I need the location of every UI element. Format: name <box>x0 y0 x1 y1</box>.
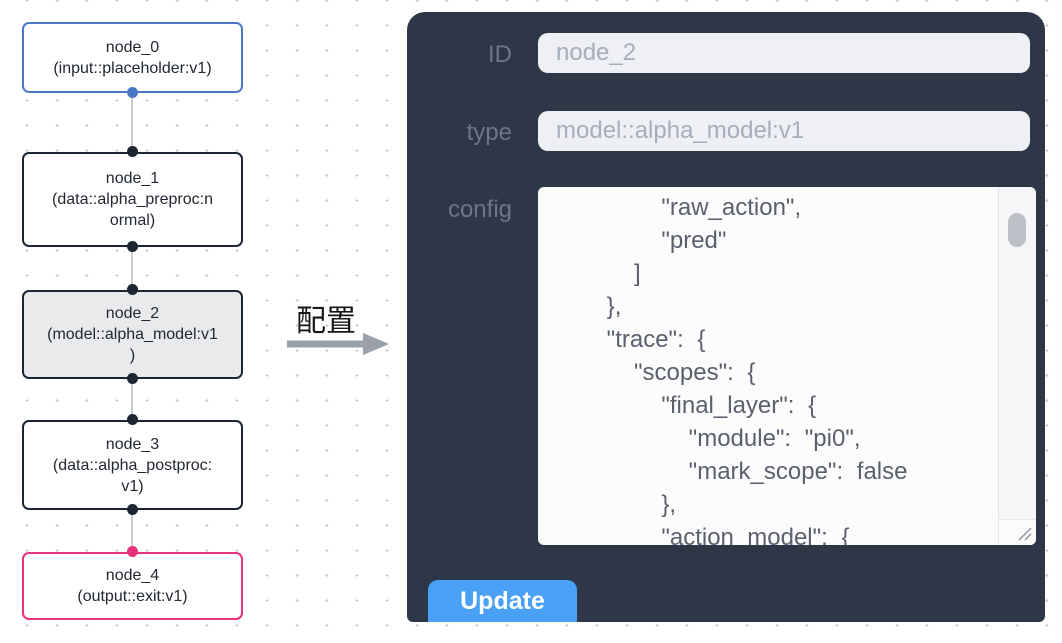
resize-grip-icon <box>1018 527 1032 541</box>
node-label: node_1 (data::alpha_preproc:n ormal) <box>52 170 213 229</box>
node3-output-port-icon[interactable] <box>127 504 138 515</box>
config-json-text: "raw_action", "pred" ] }, "trace": { "sc… <box>606 194 908 545</box>
edge-node2-node3 <box>131 379 133 420</box>
type-field-label: type <box>466 119 512 146</box>
node2-input-port-icon[interactable] <box>127 284 138 295</box>
id-input[interactable] <box>538 33 1030 73</box>
node-label: node_3 (data::alpha_postproc: v1) <box>52 435 213 495</box>
node-node_2[interactable]: node_2 (model::alpha_model:v1 ) <box>22 290 243 379</box>
edge-node0-node1 <box>131 93 133 152</box>
node4-input-port-icon[interactable] <box>127 546 138 557</box>
node-node_3[interactable]: node_3 (data::alpha_postproc: v1) <box>22 420 243 510</box>
type-input[interactable] <box>538 111 1030 151</box>
id-field-label: ID <box>488 41 512 68</box>
node-label: node_0 (input::placeholder:v1) <box>53 38 212 77</box>
node1-input-port-icon[interactable] <box>127 146 138 157</box>
node1-output-port-icon[interactable] <box>127 241 138 252</box>
update-button[interactable]: Update <box>428 580 577 622</box>
right-arrow-icon <box>285 331 391 362</box>
node0-output-port-icon[interactable] <box>127 87 138 98</box>
configure-label: 配置 <box>296 305 356 338</box>
config-field-label: config <box>447 196 512 223</box>
node-node_4[interactable]: node_4 (output::exit:v1) <box>22 552 243 620</box>
config-scrollbar[interactable] <box>998 187 1036 545</box>
node3-input-port-icon[interactable] <box>127 414 138 425</box>
node-node_1[interactable]: node_1 (data::alpha_preproc:n ormal) <box>22 152 243 247</box>
node-label: node_4 (output::exit:v1) <box>77 567 188 605</box>
config-textarea[interactable]: "raw_action", "pred" ] }, "trace": { "sc… <box>538 187 1036 545</box>
edge-node3-node4 <box>131 510 133 552</box>
node2-output-port-icon[interactable] <box>127 373 138 384</box>
node-node_0[interactable]: node_0 (input::placeholder:v1) <box>22 22 243 93</box>
edge-node1-node2 <box>131 247 133 290</box>
node-label: node_2 (model::alpha_model:v1 ) <box>47 305 218 364</box>
textarea-resize-handle[interactable] <box>998 519 1036 545</box>
config-scrollbar-thumb[interactable] <box>1008 213 1026 247</box>
config-panel: ID type config "raw_action", "pred" ] },… <box>407 12 1045 622</box>
